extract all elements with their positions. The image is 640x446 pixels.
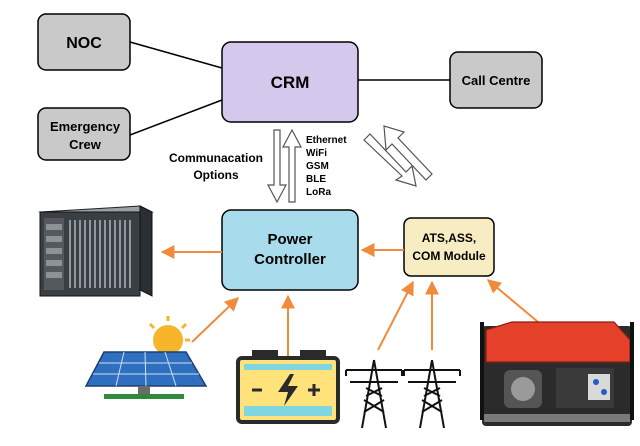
ats-module-label-line1: ATS,ASS, xyxy=(422,231,476,245)
generator-icon xyxy=(480,321,634,426)
comm-down-arrow xyxy=(267,129,287,204)
crm-box xyxy=(221,41,359,123)
power-controller-label-line2: Controller xyxy=(254,251,326,268)
power-controller-box xyxy=(221,209,359,291)
emergency-crm-link xyxy=(129,99,223,136)
emergency-crew-label-line1: Emergency xyxy=(50,119,121,134)
comm-label-line1: Communacation xyxy=(169,151,263,165)
server-rack-icon xyxy=(38,205,154,297)
call-centre-box xyxy=(449,51,543,109)
emergency-crew-label-line2: Crew xyxy=(69,137,102,152)
power-flow-arrows xyxy=(160,243,539,356)
comm-label-line2: Options xyxy=(193,168,239,182)
noc-box xyxy=(37,13,131,71)
noc-label: NOC xyxy=(66,35,102,52)
comm-option: LoRa xyxy=(306,187,331,198)
ats-module-label-line2: COM Module xyxy=(412,249,486,263)
call-centre-label: Call Centre xyxy=(462,73,531,88)
comm-option: Ethernet xyxy=(306,135,347,146)
power-tower-icon xyxy=(345,359,403,429)
crm-ats-comm-arrows xyxy=(363,125,433,187)
comm-option: GSM xyxy=(306,161,329,172)
comm-up-arrow xyxy=(282,128,302,203)
crm-label: CRM xyxy=(271,73,310,92)
comm-option: BLE xyxy=(306,174,326,185)
solar-panel-icon xyxy=(84,316,208,399)
power-tower-icon xyxy=(403,359,461,429)
comm-option: WiFi xyxy=(306,148,327,159)
battery-icon xyxy=(236,350,340,424)
noc-crm-link xyxy=(129,41,223,69)
ats-module-box xyxy=(403,217,495,277)
emergency-crew-box xyxy=(37,107,131,161)
power-controller-label-line1: Power xyxy=(267,231,312,248)
